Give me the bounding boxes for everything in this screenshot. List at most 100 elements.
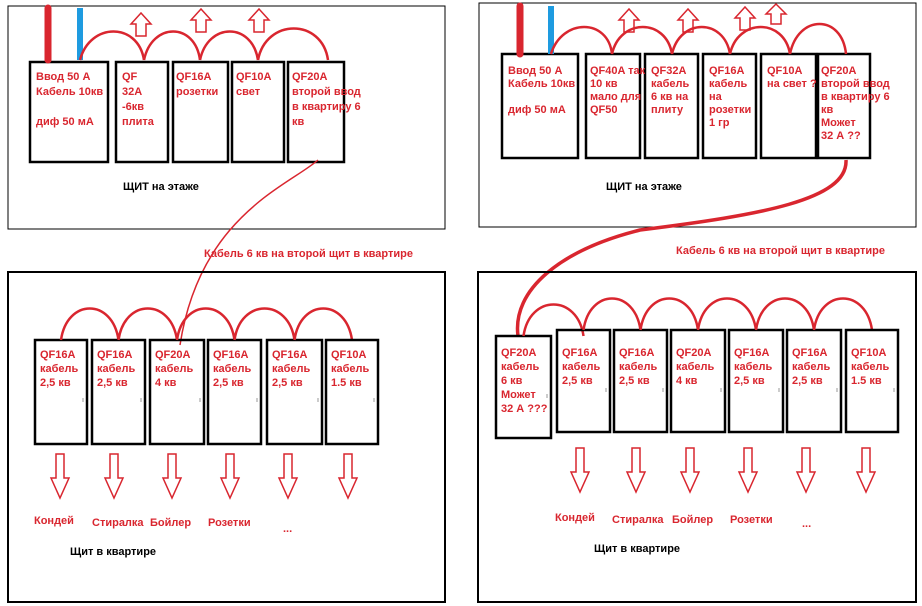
right-floor-breaker-box <box>759 52 818 160</box>
breaker-label-line: QF10A <box>331 349 367 361</box>
left-floor-breaker-label: Ввод 50 А Кабель 10кв диф 50 мА <box>36 71 103 128</box>
right-floor-jumper <box>788 22 848 55</box>
breaker-label-line: свет <box>236 86 261 98</box>
left-apartment-jumper <box>293 307 354 341</box>
left-apartment-jumper <box>117 307 179 341</box>
right-load-label: Розетки <box>730 514 773 526</box>
breaker-label-line: QF16A <box>97 349 133 361</box>
left-floor-jumper <box>142 30 202 61</box>
breaker-label-line: 2,5 кв <box>272 377 303 389</box>
breaker-label-line: 32 А ??? <box>501 403 548 415</box>
breaker-label-line: QF16A <box>562 347 598 359</box>
breaker-label-line: кабель <box>792 361 831 373</box>
right-load-label: Кондей <box>555 512 595 524</box>
right-apartment-panel-title: Щит в квартире <box>594 543 680 555</box>
left-floor-panel-frame <box>7 5 446 230</box>
breaker-label-line: кабель <box>734 361 773 373</box>
right-up-arrow-icon <box>676 7 700 33</box>
left-up-arrow-icon <box>189 7 213 33</box>
breaker-label-line: кабель <box>562 361 601 373</box>
breaker-label-line: кабель <box>619 361 658 373</box>
left-floor-jumper <box>256 27 330 61</box>
right-load-label: ... <box>802 518 811 530</box>
breaker-label-line: кабель <box>501 361 540 373</box>
left-down-arrow-icon <box>219 453 241 500</box>
breaker-label-line: Может <box>501 389 536 401</box>
breaker-label-line: второй ввод <box>292 86 361 98</box>
right-floor-jumper <box>610 25 674 55</box>
left-floor-panel-title: ЩИТ на этаже <box>123 181 199 193</box>
right-cable-label: Кабель 6 кв на второй щит в квартире <box>676 245 885 257</box>
right-apartment-breaker-label: QF16A кабель 2,5 кв <box>734 347 773 387</box>
breaker-label-line: QF <box>122 71 138 83</box>
breaker-label-line: 1.5 кв <box>331 377 362 389</box>
left-apartment-jumper <box>59 307 120 341</box>
left-load-label: Кондей <box>34 515 74 527</box>
breaker-label-line: второй ввод <box>821 78 890 90</box>
left-apartment-breaker-box <box>324 338 380 446</box>
breaker-label-line: кабель <box>651 78 690 90</box>
breaker-label-line: кабель <box>331 363 370 375</box>
right-apartment-jumper <box>754 297 816 331</box>
breaker-label-line: Ввод 50 А <box>36 71 90 83</box>
breaker-label-line: 2,5 кв <box>734 375 765 387</box>
breaker-label-line: QF20A <box>676 347 712 359</box>
left-down-arrow-icon <box>277 453 299 500</box>
breaker-label-line: диф 50 мА <box>36 116 94 128</box>
breaker-label-line: QF16A <box>40 349 76 361</box>
left-load-label: Розетки <box>208 517 251 529</box>
breaker-label-line: 1 гр <box>709 117 730 129</box>
breaker-label-line: 1.5 кв <box>851 375 882 387</box>
breaker-label-line: на свет ? <box>767 78 817 90</box>
breaker-label-line: QF10A <box>851 347 887 359</box>
breaker-label-line: мало для <box>590 91 641 103</box>
left-apartment-jumper <box>233 307 296 341</box>
breaker-label-line: кабель <box>213 363 252 375</box>
right-floor-breaker-box <box>816 52 872 160</box>
breaker-label-line: QF16A <box>709 65 745 77</box>
right-down-arrow-icon <box>737 447 759 494</box>
breaker-label-line: на <box>709 91 723 103</box>
breaker-label-line: QF20A <box>155 349 191 361</box>
breaker-label-line: 6 кв на <box>651 91 689 103</box>
left-up-arrow-icon <box>129 11 153 37</box>
left-apartment-panel-frame <box>7 271 446 603</box>
right-floor-breaker-box <box>500 52 580 160</box>
right-apartment-jumper <box>812 297 874 331</box>
right-load-label: Бойлер <box>672 514 713 526</box>
breaker-label-line: кабель <box>709 78 748 90</box>
breaker-label-line: плита <box>122 116 155 128</box>
right-floor-panel-title: ЩИТ на этаже <box>606 181 682 193</box>
left-load-label: ... <box>283 523 292 535</box>
breaker-label-line: кабель <box>97 363 136 375</box>
breaker-label-line: кабель <box>851 361 890 373</box>
breaker-label-line: Кабель 10кв <box>36 86 103 98</box>
breaker-label-line: 32A <box>122 86 142 98</box>
left-apartment-jumper <box>175 307 236 341</box>
right-apartment-panel-frame <box>477 271 917 603</box>
left-down-arrow-icon <box>337 453 359 500</box>
left-down-arrow-icon <box>49 453 71 500</box>
breaker-label-line: 2,5 кв <box>792 375 823 387</box>
breaker-label-line: QF16A <box>734 347 770 359</box>
right-up-arrow-icon <box>617 7 641 33</box>
breaker-label-line: 2,5 кв <box>213 377 244 389</box>
right-down-arrow-icon <box>569 447 591 494</box>
right-up-arrow-icon <box>764 2 788 25</box>
breaker-label-line: Ввод 50 А <box>508 65 562 77</box>
breaker-label-line: QF16A <box>176 71 212 83</box>
breaker-label-line: QF16A <box>272 349 308 361</box>
